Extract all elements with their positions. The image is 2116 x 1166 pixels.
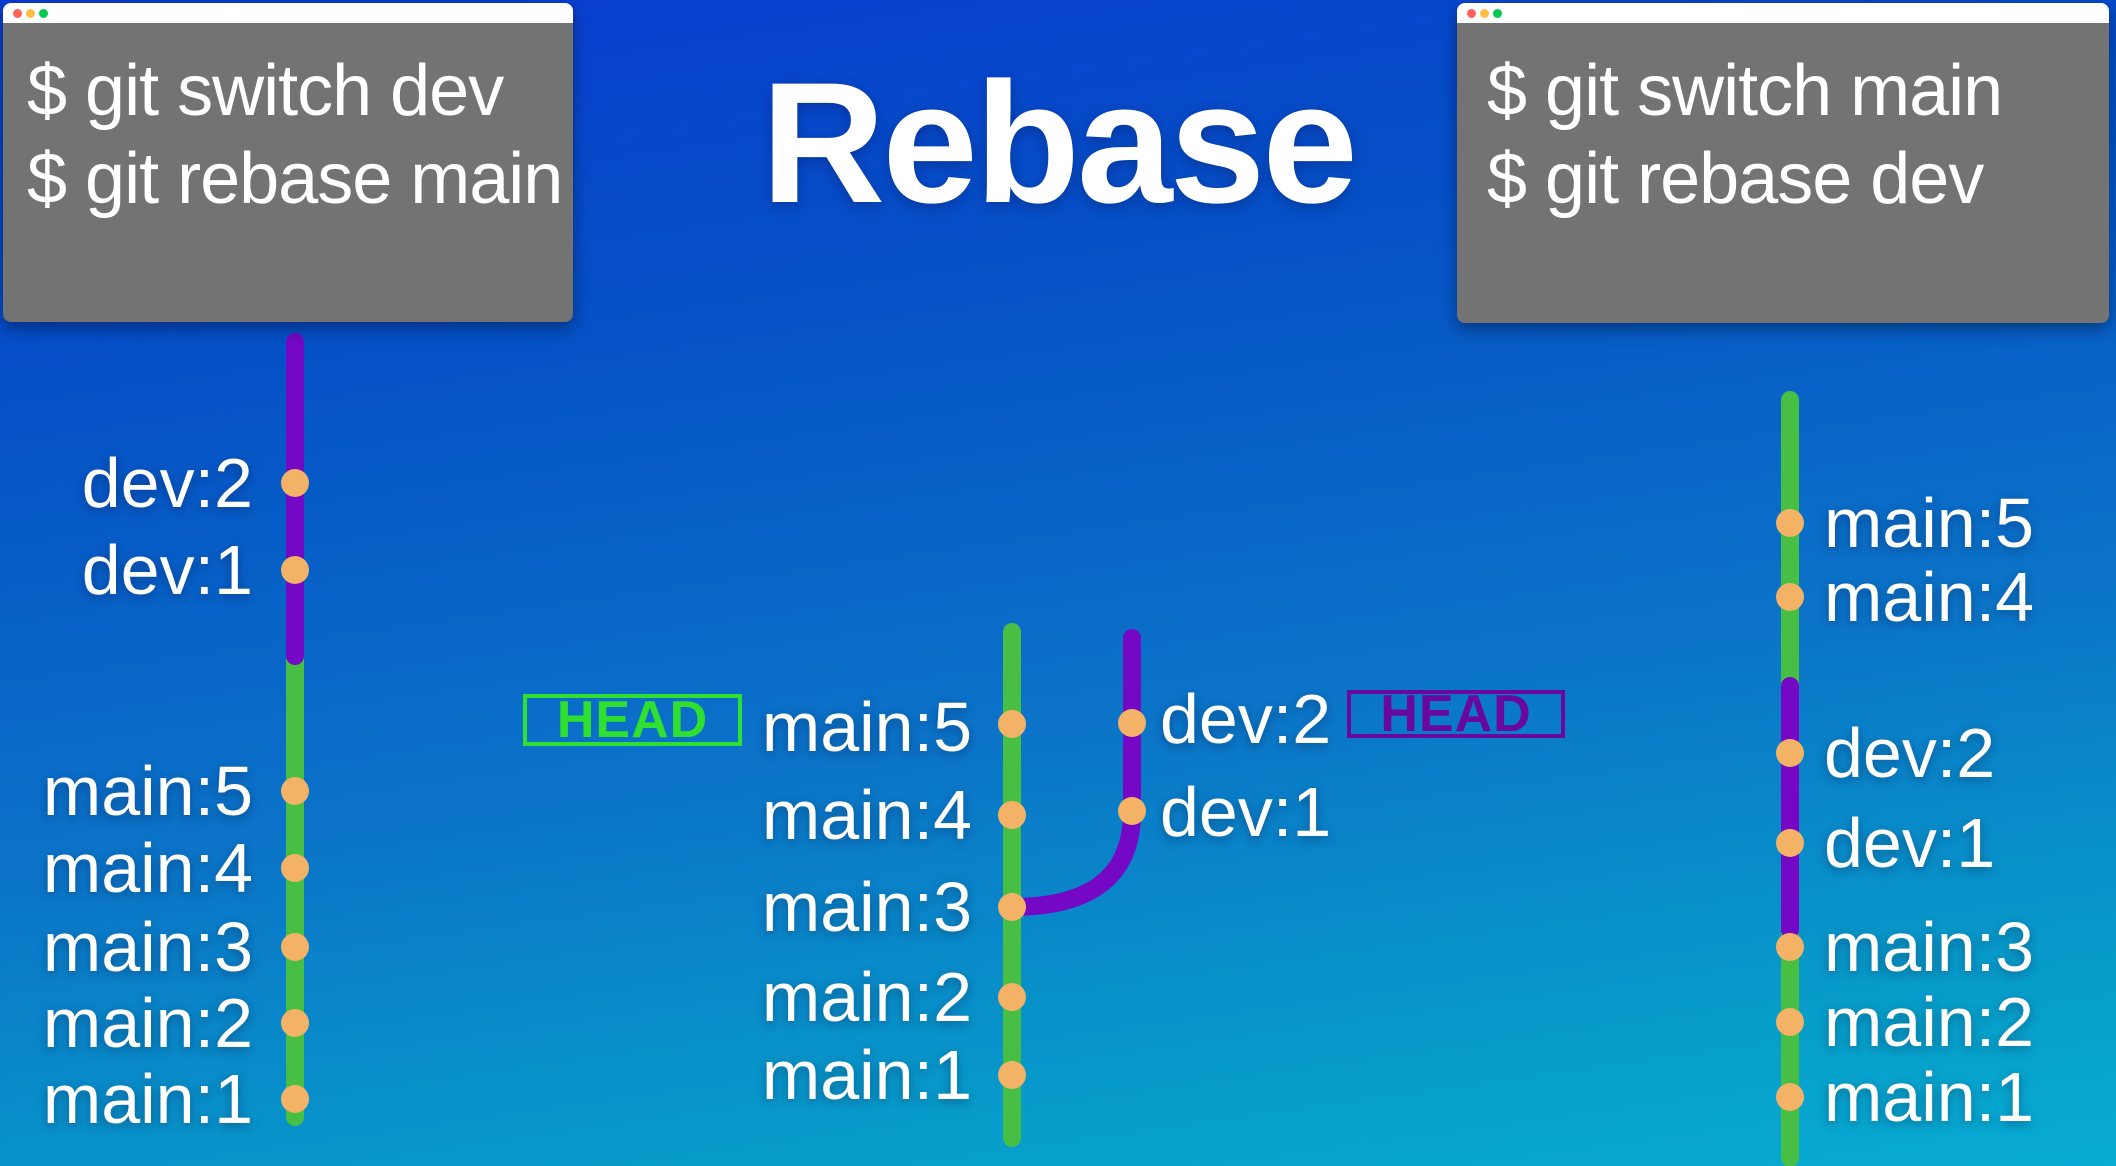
commit-label-main4: main:4 <box>761 776 972 854</box>
terminal-window-right: $ git switch main $ git rebase dev <box>1457 3 2109 323</box>
close-window-icon <box>1467 9 1476 18</box>
graph-branched-state <box>998 623 1146 1147</box>
commit-label-main4: main:4 <box>1824 558 2035 636</box>
head-box-on-main: HEAD <box>523 694 742 746</box>
commit-dot-main5 <box>998 710 1026 738</box>
commit-label-main2: main:2 <box>1824 983 2035 1061</box>
commit-label-main3: main:3 <box>42 908 253 986</box>
minimize-window-icon <box>1480 9 1489 18</box>
maximize-window-icon <box>1493 9 1502 18</box>
commit-dot-main3 <box>281 933 309 961</box>
commit-label-main5: main:5 <box>761 688 972 766</box>
command-line: $ git switch dev <box>27 51 504 131</box>
commit-dot-main4 <box>998 801 1026 829</box>
terminal-titlebar <box>3 3 573 23</box>
commit-dot-main3 <box>1776 933 1804 961</box>
graph-after-rebase <box>1776 391 1804 1166</box>
commit-label-main3: main:3 <box>761 868 972 946</box>
commit-label-main5: main:5 <box>1824 484 2035 562</box>
terminal-titlebar <box>1457 3 2109 23</box>
commit-dot-dev2 <box>1776 739 1804 767</box>
command-line: $ git switch main <box>1487 51 2003 131</box>
commit-label-dev2: dev:2 <box>81 444 253 522</box>
commit-label-main1: main:1 <box>761 1036 972 1114</box>
terminal-commands: $ git switch dev $ git rebase main <box>27 47 563 223</box>
page-title: Rebase <box>761 47 1358 239</box>
terminal-window-left: $ git switch dev $ git rebase main <box>3 3 573 322</box>
commit-label-dev1: dev:1 <box>81 531 253 609</box>
commit-label-dev1: dev:1 <box>1824 804 1996 882</box>
commit-label-dev2: dev:2 <box>1160 680 1332 758</box>
commit-dot-main3 <box>998 893 1026 921</box>
commit-dot-main4 <box>281 854 309 882</box>
commit-dot-main1 <box>281 1085 309 1113</box>
commit-dot-main4 <box>1776 583 1804 611</box>
commit-dot-main1 <box>998 1061 1026 1089</box>
commit-dot-dev2 <box>281 469 309 497</box>
commit-label-main5: main:5 <box>42 752 253 830</box>
commit-dot-main5 <box>1776 509 1804 537</box>
commit-dot-main2 <box>1776 1008 1804 1036</box>
terminal-commands: $ git switch main $ git rebase dev <box>1487 47 2003 223</box>
commit-dot-dev1 <box>1776 829 1804 857</box>
commit-dot-dev1 <box>281 556 309 584</box>
minimize-window-icon <box>26 9 35 18</box>
maximize-window-icon <box>39 9 48 18</box>
commit-label-dev2: dev:2 <box>1824 714 1996 792</box>
commit-dot-dev1 <box>1118 797 1146 825</box>
commit-dot-main2 <box>998 983 1026 1011</box>
commit-label-main4: main:4 <box>42 829 253 907</box>
commit-dot-main5 <box>281 777 309 805</box>
commit-label-dev1: dev:1 <box>1160 773 1332 851</box>
commit-dot-dev2 <box>1118 709 1146 737</box>
head-box-on-dev: HEAD <box>1347 688 1565 740</box>
command-line: $ git rebase main <box>27 139 563 219</box>
commit-dot-main2 <box>281 1009 309 1037</box>
dev-branch-curve <box>1003 629 1141 916</box>
commit-label-main2: main:2 <box>42 984 253 1062</box>
graph-before-rebase <box>281 333 309 1126</box>
commit-label-main1: main:1 <box>42 1060 253 1138</box>
close-window-icon <box>13 9 22 18</box>
commit-label-main2: main:2 <box>761 958 972 1036</box>
command-line: $ git rebase dev <box>1487 139 1984 219</box>
commit-label-main1: main:1 <box>1824 1058 2035 1136</box>
commit-dot-main1 <box>1776 1083 1804 1111</box>
commit-label-main3: main:3 <box>1824 908 2035 986</box>
